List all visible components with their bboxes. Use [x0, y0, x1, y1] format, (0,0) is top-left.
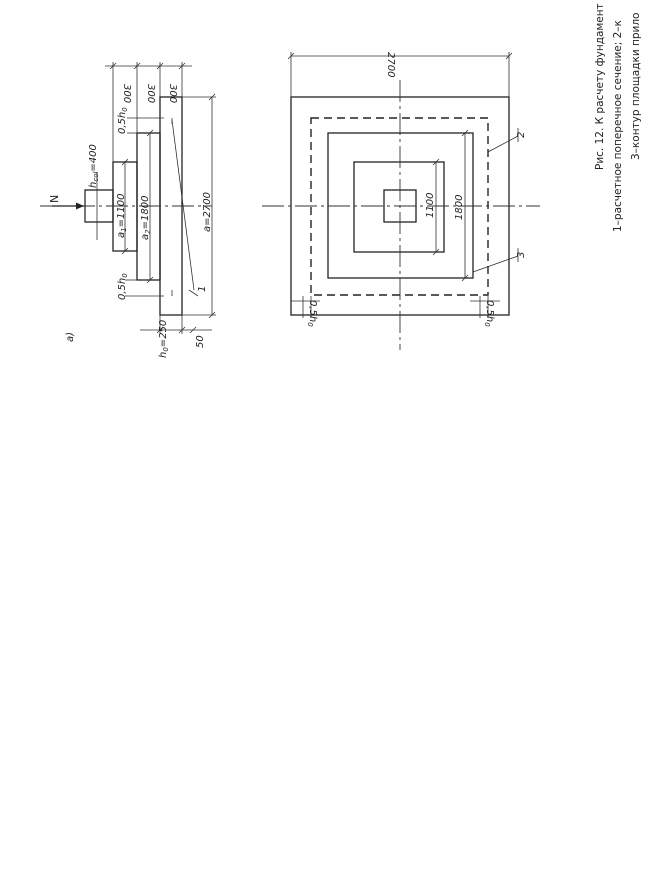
marker1-leader — [188, 289, 199, 297]
plan-punching-contour — [310, 117, 489, 296]
marker2-leader — [487, 135, 519, 153]
plan-view — [262, 52, 540, 350]
label-half-h-top: 0,5h0 — [117, 107, 129, 134]
label-a: a=2700 — [202, 192, 213, 232]
caption: Рис. 12. К расчету фундамент 1–расчетное… — [594, 3, 642, 232]
label-half-h-bottom: 0,5h0 — [117, 273, 129, 300]
label-marker3: 3 — [516, 252, 527, 258]
marker3-leader — [472, 255, 519, 273]
label-a2: a2=1800 — [140, 196, 152, 240]
caption-line-2: 1–расчетное поперечное сечение; 2–к — [612, 20, 624, 232]
label-step1: 300 — [121, 84, 132, 103]
label-N: N — [48, 195, 61, 203]
section-labels: а) N hcol=400 a1=1100 a2=1800 a=2700 0,5… — [48, 84, 213, 358]
label-a1: a1=1100 — [116, 194, 128, 238]
label-plan-1800: 1800 — [454, 195, 465, 220]
label-offset-right: 0,5h0 — [483, 300, 495, 327]
label-plan-1100: 1100 — [425, 193, 436, 218]
label-overall: 2700 — [385, 52, 396, 77]
caption-line-3: 3–контур площадки прило — [630, 13, 642, 160]
section-view — [40, 62, 216, 334]
label-step2: 300 — [145, 84, 156, 103]
label-marker1: 1 — [197, 286, 208, 292]
label-offset-left: 0,5h0 — [306, 300, 318, 327]
label-h0: h0=250 — [158, 320, 170, 358]
label-marker2: 2 — [516, 132, 527, 138]
caption-line-1: Рис. 12. К расчету фундамент — [594, 3, 606, 170]
label-hcol: hcol=400 — [88, 144, 100, 188]
label-a-section: а) — [65, 332, 76, 342]
punching-line — [171, 119, 195, 291]
plan-step-1100 — [353, 161, 445, 253]
plan-labels: 2700 1100 1800 0,5h0 0,5h0 2 3 — [306, 52, 527, 327]
plan-step-1800 — [327, 132, 474, 279]
label-cover: 50 — [195, 335, 206, 348]
label-step3: 300 — [167, 84, 178, 103]
